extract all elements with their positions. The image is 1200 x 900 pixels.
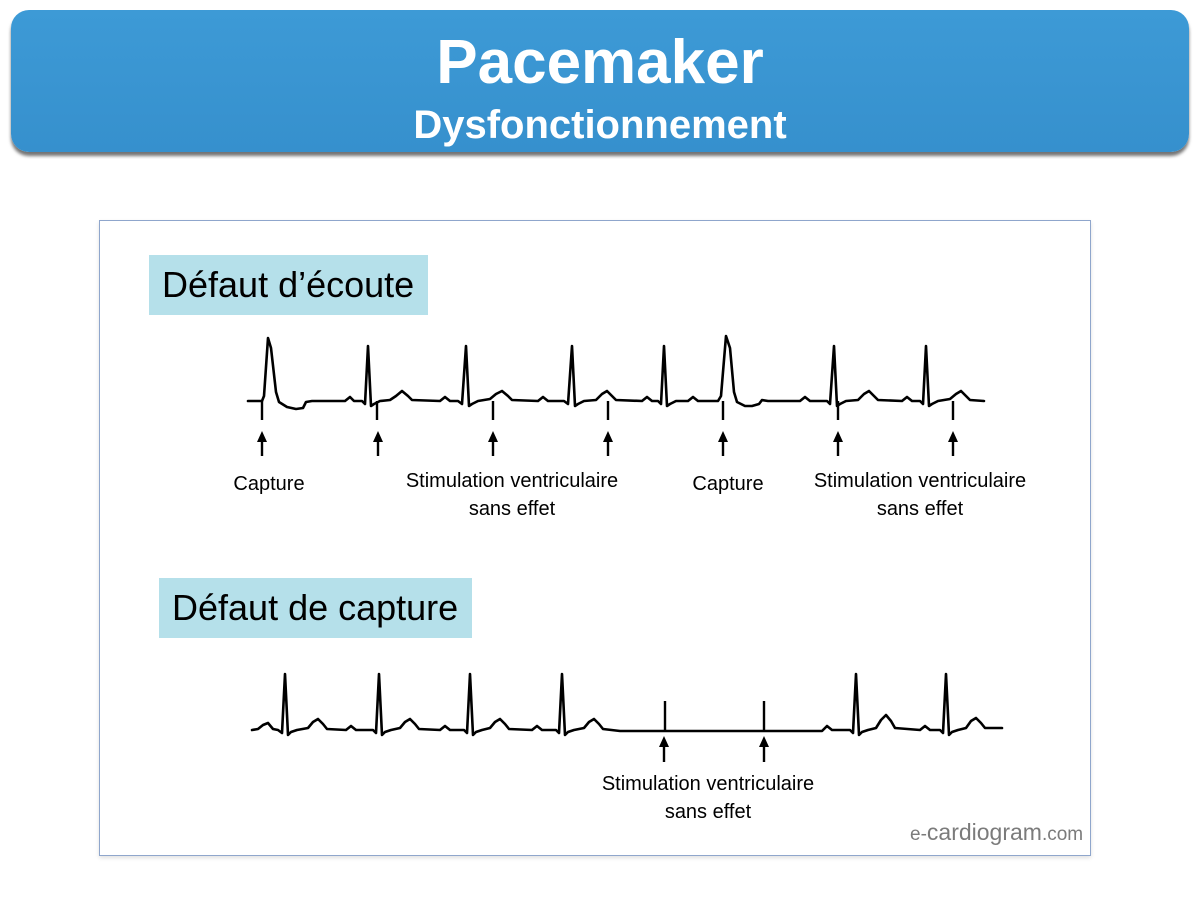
arrow-up-icon [948, 431, 958, 456]
annotation-capture: Capture [692, 473, 764, 495]
arrow-up-icon [833, 431, 843, 456]
annotation-ineffective-pacing: Stimulation ventriculaire sans effet [601, 773, 815, 823]
watermark-prefix: e- [910, 824, 927, 845]
diagram-panel [99, 220, 1091, 856]
watermark-name: cardiogram [926, 819, 1042, 845]
annotation-capture: Capture [233, 473, 305, 495]
annotation-ineffective-pacing: Stimulation ventriculaire sans effet [405, 470, 619, 520]
annotation-ineffective-pacing: Stimulation ventriculaire sans effet [813, 470, 1027, 520]
ecg-trace-sensing-defect [246, 334, 986, 411]
arrow-up-icon [257, 431, 267, 456]
arrow-up-icon [603, 431, 613, 456]
section-label-sensing-defect: Défaut d’écoute [149, 255, 429, 315]
arrow-up-icon [759, 736, 769, 762]
arrow-up-icon [373, 431, 383, 456]
watermark: e-cardiogram.com [910, 819, 1083, 846]
ecg-trace-capture-defect [250, 672, 1004, 737]
page-subtitle: Dysfonctionnement [413, 103, 787, 147]
page-title: Pacemaker [436, 28, 764, 97]
arrow-up-icon [488, 431, 498, 456]
watermark-suffix: .com [1041, 824, 1084, 845]
title-banner: Pacemaker Dysfonctionnement [11, 10, 1189, 152]
section-label-capture-defect: Défaut de capture [159, 578, 473, 638]
arrow-up-icon [718, 431, 728, 456]
arrow-up-icon [659, 736, 669, 762]
